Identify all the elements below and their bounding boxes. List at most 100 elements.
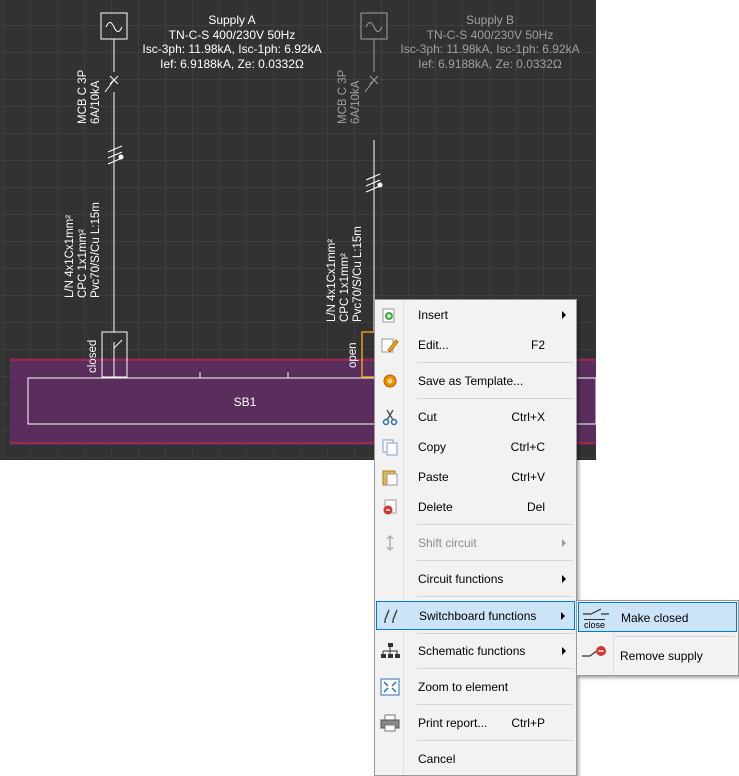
menu-item-zoom-to-element[interactable]: Zoom to element — [376, 674, 575, 700]
menu-item-save-template[interactable]: Save as Template... — [376, 368, 575, 394]
switchboard-submenu: close Make closed Remove supply — [576, 600, 739, 676]
remove-supply-icon — [580, 644, 610, 666]
supply-b-mcb-label: MCB C 3P 6A/10kA — [337, 70, 363, 124]
menu-item-schematic-functions[interactable]: Schematic functions — [376, 638, 575, 664]
submenu-arrow-icon — [562, 311, 566, 319]
supply-a-isc: Isc-3ph: 11.98kA, Isc-1ph: 6.92kA — [142, 42, 322, 56]
delete-icon — [380, 498, 400, 516]
supply-a-mcb-label: MCB C 3P 6A/10kA — [77, 70, 103, 124]
supply-b-switch-state: open — [347, 342, 359, 368]
menu-label: Make closed — [621, 611, 689, 625]
submenu-arrow-icon — [562, 575, 566, 583]
close-icon-text: close — [584, 619, 606, 630]
menu-label: Paste — [418, 470, 449, 484]
submenu-arrow-icon — [562, 647, 566, 655]
context-menu: Insert Edit... F2 Save as Template... Cu… — [374, 299, 577, 776]
menu-item-insert[interactable]: Insert — [376, 302, 575, 328]
submenu-arrow-icon — [562, 539, 566, 547]
close-switch-icon: close — [581, 606, 611, 630]
menu-separator — [615, 636, 735, 637]
menu-label: Copy — [418, 440, 447, 454]
supply-a-mcb-rating: 6A/10kA — [90, 80, 102, 124]
menu-item-paste[interactable]: Paste Ctrl+V — [376, 464, 575, 490]
menu-label: Shift circuit — [418, 536, 477, 550]
menu-shortcut: Ctrl+C — [510, 440, 545, 454]
menu-label: Insert — [418, 308, 449, 322]
menu-label: Circuit functions — [418, 572, 504, 586]
shift-arrows-icon — [380, 534, 400, 552]
supply-a-cable-1: L/N 4x1Cx1mm² — [64, 214, 76, 298]
supply-b-info: Supply B TN-C-S 400/230V 50Hz Isc-3ph: 1… — [395, 13, 585, 71]
supply-a-system: TN-C-S 400/230V 50Hz — [168, 27, 296, 42]
menu-separator — [417, 668, 573, 669]
supply-b-ief: Ief: 6.9188kA, Ze: 0.0332Ω — [418, 56, 562, 71]
menu-separator — [417, 704, 573, 705]
submenu-item-remove-supply[interactable]: Remove supply — [578, 641, 737, 671]
supply-b-mcb: MCB C 3P — [337, 69, 349, 124]
menu-shortcut: F2 — [530, 338, 545, 352]
scissors-icon — [380, 408, 400, 426]
supply-b-cable-3: Pvc70/S/Cu L:15m — [352, 226, 364, 322]
menu-item-shift-circuit: Shift circuit — [376, 530, 575, 556]
hierarchy-icon — [380, 642, 400, 660]
menu-label: Cut — [418, 410, 437, 424]
menu-item-copy[interactable]: Copy Ctrl+C — [376, 434, 575, 460]
supply-b-cable-1: L/N 4x1Cx1mm² — [326, 238, 338, 322]
menu-label: Cancel — [418, 752, 456, 766]
submenu-arrow-icon — [561, 612, 565, 620]
supply-b-system: TN-C-S 400/230V 50Hz — [426, 27, 554, 42]
menu-shortcut: Ctrl+V — [511, 470, 545, 484]
menu-item-delete[interactable]: Delete Del — [376, 494, 575, 520]
zoom-fit-icon — [380, 678, 400, 696]
supply-b-mcb-rating: 6A/10kA — [350, 80, 362, 124]
menu-separator — [417, 633, 573, 634]
supply-a-switch-state: closed — [87, 339, 99, 373]
supply-a-name: Supply A — [208, 13, 256, 27]
menu-label: Schematic functions — [418, 644, 526, 658]
menu-separator — [417, 596, 573, 597]
switchboard-label: SB1 — [233, 395, 257, 409]
menu-label: Switchboard functions — [419, 609, 537, 623]
menu-label: Remove supply — [620, 649, 703, 663]
menu-label: Zoom to element — [418, 680, 509, 694]
menu-label: Print report... — [418, 716, 488, 730]
supply-a-circuit[interactable] — [100, 12, 128, 378]
supply-a-info: Supply A TN-C-S 400/230V 50Hz Isc-3ph: 1… — [137, 13, 327, 71]
menu-separator — [417, 362, 573, 363]
menu-shortcut: Ctrl+P — [511, 716, 545, 730]
supply-b-name: Supply B — [465, 13, 515, 27]
supply-a-mcb: MCB C 3P — [77, 69, 89, 124]
menu-item-print-report[interactable]: Print report... Ctrl+P — [376, 710, 575, 736]
supply-a-cable-3: Pvc70/S/Cu L:15m — [90, 202, 102, 298]
menu-item-cut[interactable]: Cut Ctrl+X — [376, 404, 575, 430]
menu-label: Delete — [418, 500, 453, 514]
menu-label: Save as Template... — [418, 374, 524, 388]
menu-item-switchboard-functions[interactable]: Switchboard functions — [376, 601, 575, 630]
copy-icon — [380, 438, 400, 456]
insert-icon — [380, 306, 400, 324]
template-gear-icon — [380, 372, 400, 390]
supply-a-ief: Ief: 6.9188kA, Ze: 0.0332Ω — [160, 56, 304, 71]
submenu-item-make-closed[interactable]: close Make closed — [578, 602, 737, 632]
menu-shortcut: Del — [526, 500, 545, 514]
menu-shortcut: Ctrl+X — [511, 410, 545, 424]
supply-b-cable-label: L/N 4x1Cx1mm² CPC 1x1mm² Pvc70/S/Cu L:15… — [326, 226, 365, 322]
supply-b-cable-2: CPC 1x1mm² — [339, 252, 351, 322]
schematic-canvas[interactable]: Supply A TN-C-S 400/230V 50Hz Isc-3ph: 1… — [0, 0, 596, 460]
menu-separator — [417, 740, 573, 741]
supply-a-cable-2: CPC 1x1mm² — [77, 228, 89, 298]
menu-label: Edit... — [418, 338, 449, 352]
menu-item-cancel[interactable]: Cancel — [376, 746, 575, 772]
supply-b-isc: Isc-3ph: 11.98kA, Isc-1ph: 6.92kA — [400, 42, 580, 56]
menu-item-circuit-functions[interactable]: Circuit functions — [376, 566, 575, 592]
menu-separator — [417, 398, 573, 399]
paste-clipboard-icon — [380, 468, 400, 486]
switchboard-sb1[interactable] — [27, 377, 596, 425]
menu-item-edit[interactable]: Edit... F2 — [376, 332, 575, 358]
switch-icon — [381, 606, 401, 624]
menu-separator — [417, 560, 573, 561]
supply-a-cable-label: L/N 4x1Cx1mm² CPC 1x1mm² Pvc70/S/Cu L:15… — [64, 202, 103, 298]
printer-icon — [380, 714, 400, 732]
edit-pencil-icon — [380, 336, 400, 354]
menu-separator — [417, 524, 573, 525]
